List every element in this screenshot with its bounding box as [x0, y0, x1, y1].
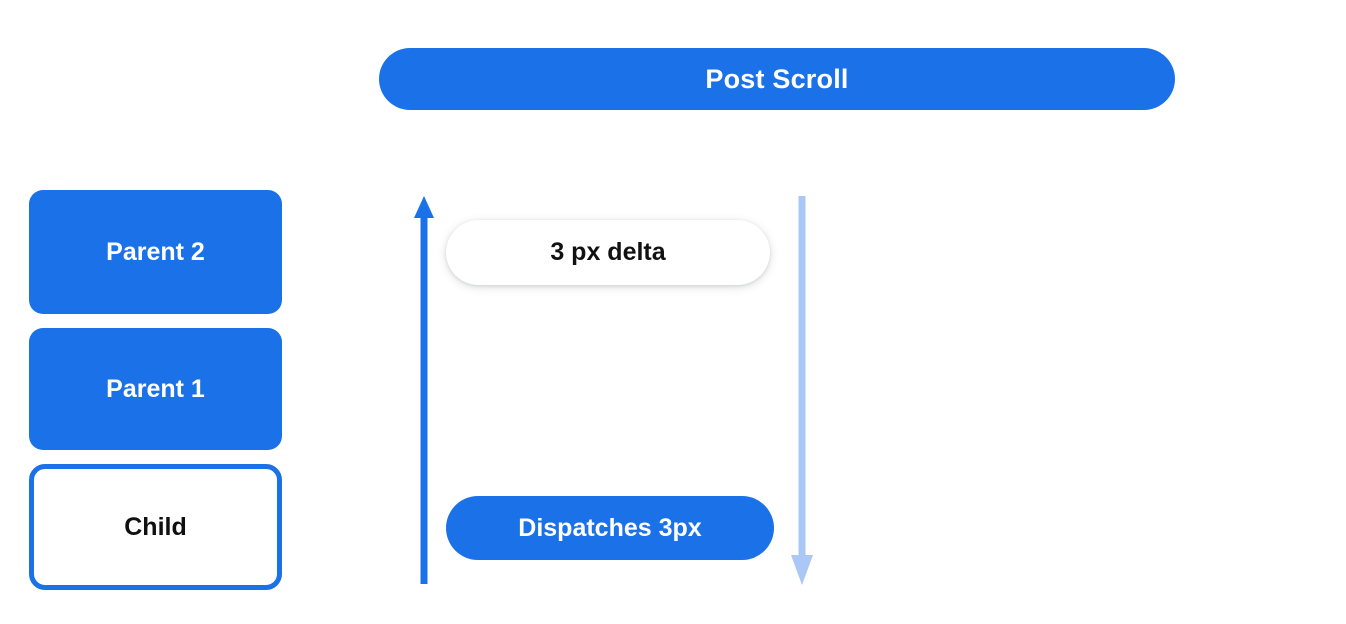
stack-box-parent-2-label: Parent 2: [106, 237, 205, 266]
stack-box-parent-1: Parent 1: [29, 328, 282, 450]
scroll-up-arrow-icon: [414, 196, 434, 584]
stack-box-parent-2: Parent 2: [29, 190, 282, 314]
dispatch-note-label: Dispatches 3px: [518, 513, 702, 542]
dispatch-note-pill: Dispatches 3px: [446, 496, 774, 560]
delta-note-pill: 3 px delta: [446, 220, 770, 285]
stack-box-parent-1-label: Parent 1: [106, 374, 205, 403]
delta-note-label: 3 px delta: [550, 238, 666, 266]
scroll-down-arrow-icon: [791, 196, 813, 585]
post-scroll-header: Post Scroll: [379, 48, 1175, 110]
stack-box-child: Child: [29, 464, 282, 590]
post-scroll-header-label: Post Scroll: [705, 63, 849, 94]
stack-box-child-label: Child: [124, 512, 187, 541]
